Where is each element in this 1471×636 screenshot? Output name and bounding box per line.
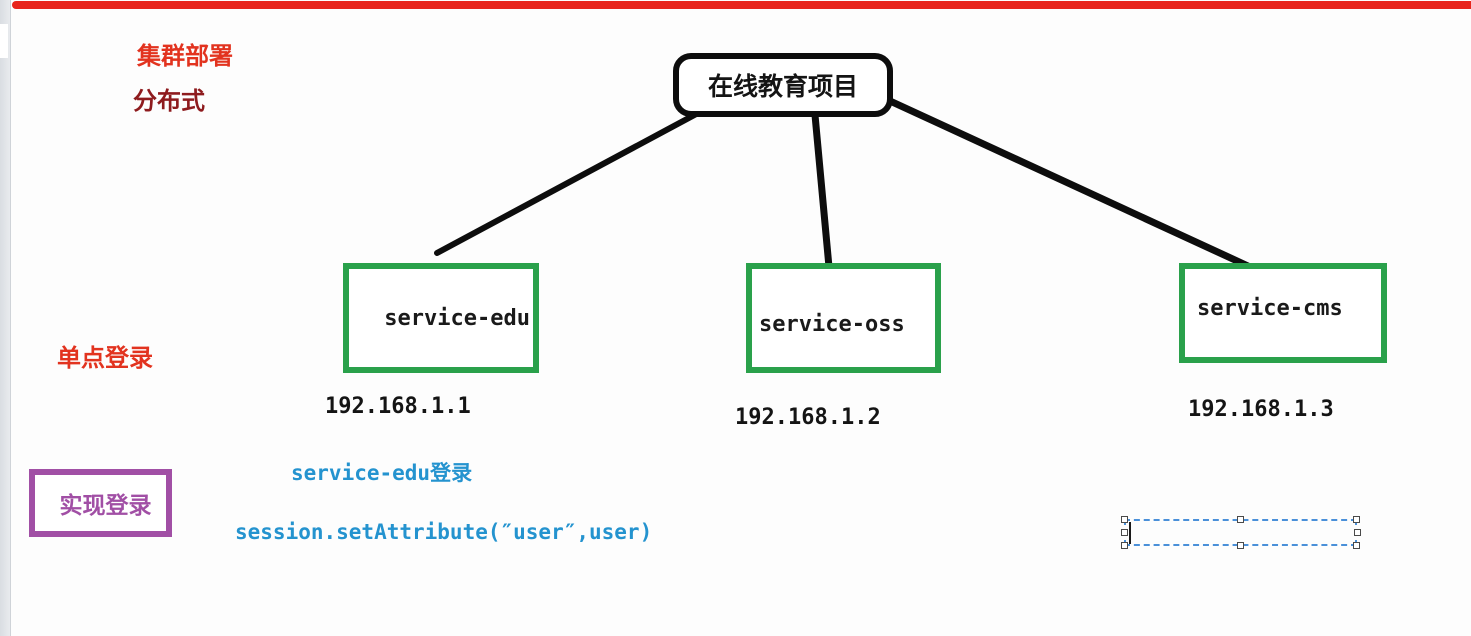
node-service-cms[interactable]: service-cms [1179,263,1387,363]
annotation-service-edu-login[interactable]: service-edu登录 [291,461,473,485]
resize-handle-bottom-right[interactable] [1353,542,1360,549]
service-oss-label: service-oss [759,311,905,337]
annotation-single-sign-on[interactable]: 单点登录 [57,344,153,372]
connector-root-to-cms [884,96,1252,270]
resize-handle-middle-right[interactable] [1354,528,1361,536]
ip-label-service-edu[interactable]: 192.168.1.1 [325,394,471,419]
page-edge-strip [0,0,11,636]
annotation-cluster-deploy[interactable]: 集群部署 [137,42,233,70]
service-edu-label: service-edu [384,305,530,331]
node-online-education-project[interactable]: 在线教育项目 [673,53,893,117]
node-service-edu[interactable]: service-edu [343,263,539,373]
service-cms-label: service-cms [1197,295,1343,321]
root-node-label: 在线教育项目 [707,72,858,101]
resize-handle-bottom-left[interactable] [1121,542,1128,549]
connector-root-to-oss [811,111,833,271]
selection-bounding-box[interactable] [1121,516,1361,549]
login-impl-label: 实现登录 [59,493,152,519]
page-edge-notch [0,24,8,58]
annotation-session-code[interactable]: session.setAttribute(″user″,user) [235,520,653,544]
annotation-distributed[interactable]: 分布式 [133,87,205,115]
resize-handle-middle-left[interactable] [1121,528,1128,536]
resize-handle-top-middle[interactable] [1236,516,1244,523]
resize-handle-top-left[interactable] [1121,516,1128,523]
node-service-oss[interactable]: service-oss [746,263,941,373]
resize-handle-top-right[interactable] [1353,516,1360,523]
text-caret [1129,522,1131,544]
ip-label-service-cms[interactable]: 192.168.1.3 [1188,397,1334,422]
connector-root-to-edu [434,109,703,256]
ip-label-service-oss[interactable]: 192.168.1.2 [735,405,881,430]
resize-handle-bottom-middle[interactable] [1236,542,1244,549]
login-impl-box[interactable]: 实现登录 [29,469,172,537]
red-divider-stroke [12,1,1471,9]
